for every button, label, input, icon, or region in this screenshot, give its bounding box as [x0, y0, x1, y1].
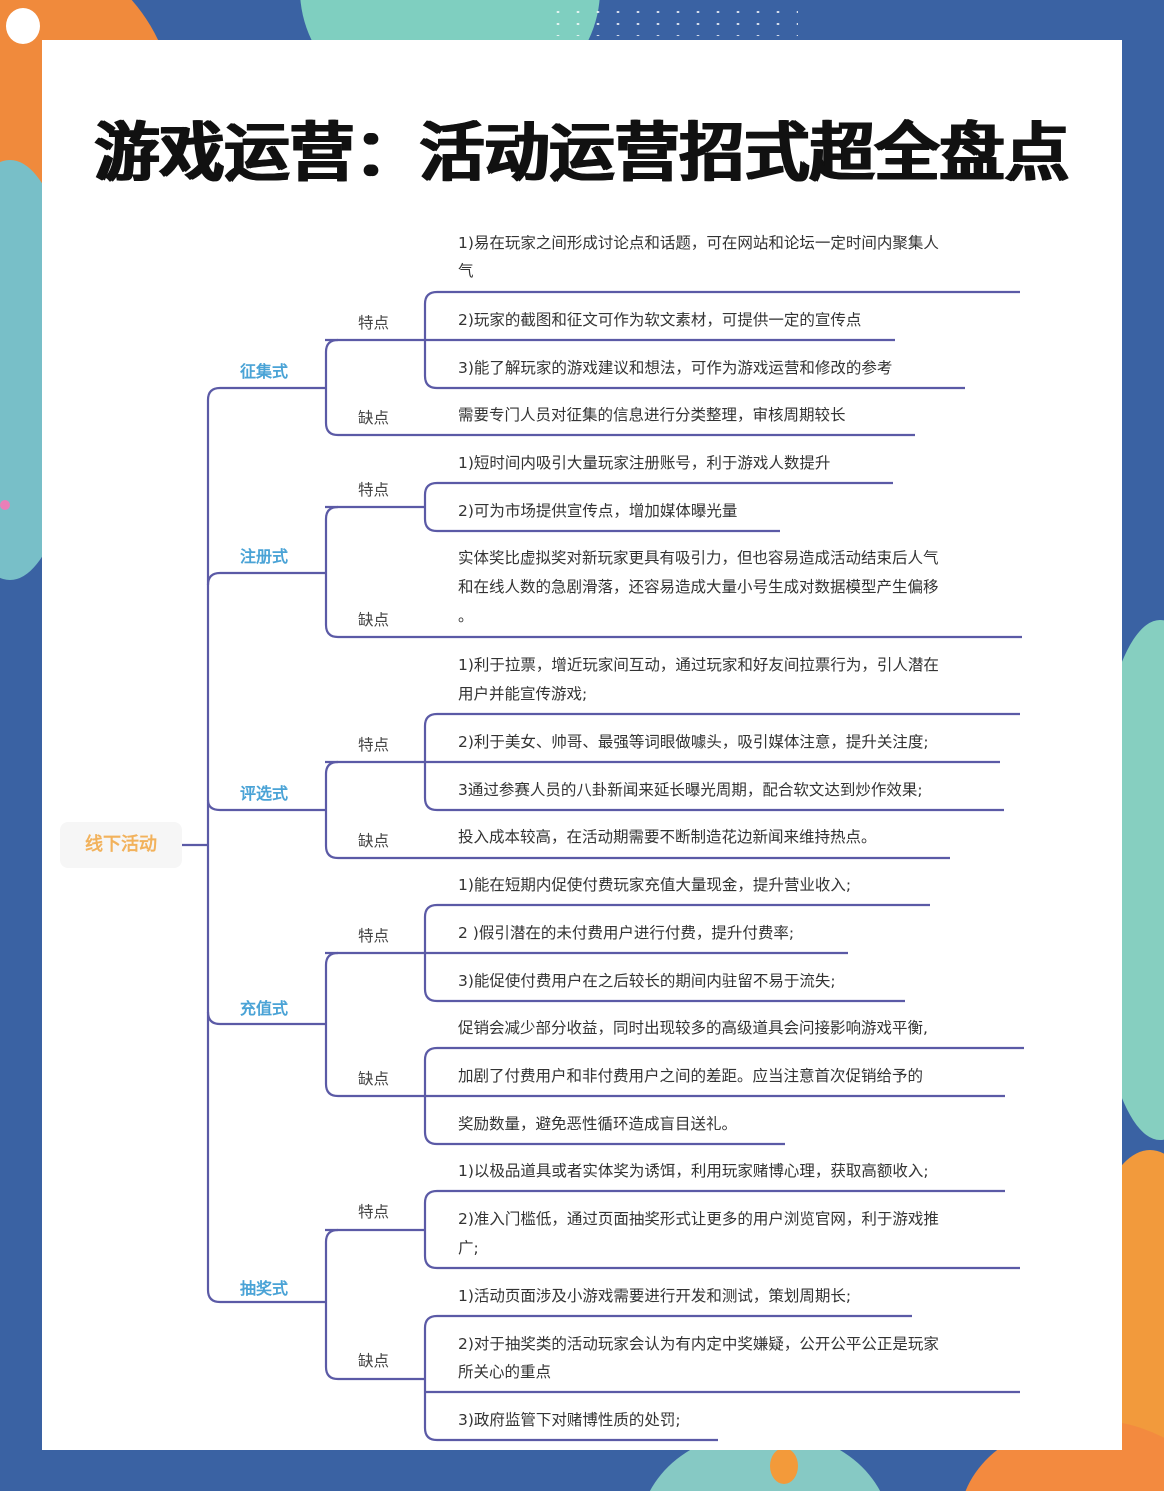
- cons-label: 缺点: [358, 409, 390, 427]
- feature-text: 3)能促使付费用户在之后较长的期间内驻留不易于流失;: [458, 972, 836, 990]
- feature-text: 2)利于美女、帅哥、最强等词眼做噱头，吸引媒体注意，提升关注度;: [458, 733, 929, 751]
- feature-text: 1)短时间内吸引大量玩家注册账号，利于游戏人数提升: [458, 454, 831, 472]
- category-node[interactable]: 征集式: [240, 362, 289, 381]
- feature-text: 2)准入门槛低，通过页面抽奖形式让更多的用户浏览官网，利于游戏推: [458, 1210, 939, 1228]
- cons-text: 1)活动页面涉及小游戏需要进行开发和测试，策划周期长;: [458, 1287, 852, 1305]
- feature-text: 1)利于拉票，增近玩家间互动，通过玩家和好友间拉票行为，引人潜在: [458, 656, 939, 674]
- cons-label: 缺点: [358, 1070, 390, 1088]
- cons-label: 缺点: [358, 832, 390, 850]
- feature-text: 用户并能宣传游戏;: [458, 685, 588, 703]
- feature-text: 3)能了解玩家的游戏建议和想法，可作为游戏运营和修改的参考: [458, 359, 893, 377]
- category-node[interactable]: 注册式: [240, 547, 289, 566]
- feature-text: 广;: [458, 1239, 479, 1257]
- cons-label: 缺点: [358, 1352, 390, 1370]
- features-label: 特点: [358, 481, 390, 499]
- cons-text: 2)对于抽奖类的活动玩家会认为有内定中奖嫌疑，公开公平公正是玩家: [458, 1335, 939, 1353]
- cons-text: 促销会减少部分收益，同时出现较多的高级道具会问接影响游戏平衡,: [458, 1019, 928, 1037]
- cons-text: 加剧了付费用户和非付费用户之间的差距。应当注意首次促销给予的: [458, 1067, 924, 1085]
- feature-text: 气: [458, 262, 474, 280]
- cons-text: 和在线人数的急剧滑落，还容易造成大量小号生成对数据模型产生偏移: [458, 578, 939, 596]
- features-label: 特点: [358, 736, 390, 754]
- cons-text: 所关心的重点: [458, 1363, 552, 1381]
- cons-text: 奖励数量，避免恶性循环造成盲目送礼。: [458, 1115, 738, 1133]
- content-card: [42, 40, 1122, 1450]
- feature-text: 2 )假引潜在的未付费用户进行付费，提升付费率;: [458, 924, 795, 942]
- cons-label: 缺点: [358, 611, 390, 629]
- features-label: 特点: [358, 1203, 390, 1221]
- feature-text: 1)易在玩家之间形成讨论点和话题，可在网站和论坛一定时间内聚集人: [458, 234, 939, 252]
- feature-text: 2)玩家的截图和征文可作为软文素材，可提供一定的宣传点: [458, 311, 862, 329]
- cons-text: 。: [458, 607, 474, 625]
- category-node[interactable]: 充值式: [240, 999, 289, 1018]
- feature-text: 3通过参赛人员的八卦新闻来延长曝光周期，配合软文达到炒作效果;: [458, 781, 923, 799]
- cons-text: 3)政府监管下对赌博性质的处罚;: [458, 1411, 681, 1429]
- cons-text: 实体奖比虚拟奖对新玩家更具有吸引力，但也容易造成活动结束后人气: [458, 549, 939, 567]
- category-node[interactable]: 评选式: [240, 784, 289, 803]
- cons-text: 投入成本较高，在活动期需要不断制造花边新闻来维持热点。: [458, 828, 877, 846]
- features-label: 特点: [358, 314, 390, 332]
- category-node[interactable]: 抽奖式: [240, 1279, 289, 1298]
- feature-text: 2)可为市场提供宣传点，增加媒体曝光量: [458, 502, 738, 520]
- feature-text: 1)能在短期内促使付费玩家充值大量现金，提升营业收入;: [458, 876, 852, 894]
- features-label: 特点: [358, 927, 390, 945]
- page-title: 游戏运营：活动运营招式超全盘点: [94, 117, 1070, 191]
- root-node[interactable]: 线下活动: [60, 822, 182, 868]
- feature-text: 1)以极品道具或者实体奖为诱饵，利用玩家赌博心理，获取高额收入;: [458, 1162, 929, 1180]
- cons-text: 需要专门人员对征集的信息进行分类整理，审核周期较长: [458, 406, 846, 424]
